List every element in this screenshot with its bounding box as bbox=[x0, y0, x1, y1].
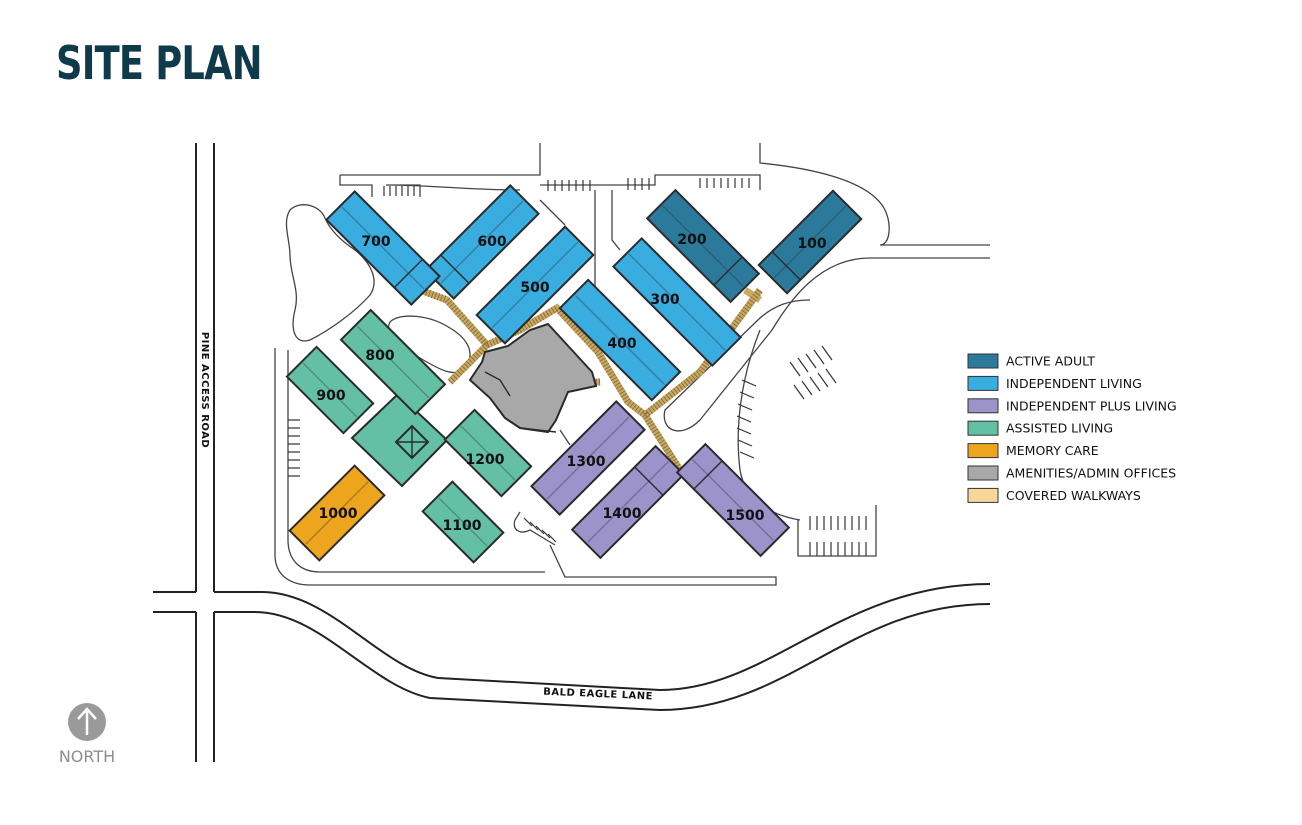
parking-stalls bbox=[288, 178, 867, 556]
bald-eagle-lane-label: BALD EAGLE LANE bbox=[543, 687, 653, 703]
building-1000-footprint bbox=[288, 464, 386, 562]
building-1100[interactable] bbox=[421, 480, 505, 564]
legend-label: ASSISTED LIVING bbox=[1006, 421, 1113, 436]
assisted-living-hub bbox=[350, 392, 449, 488]
legend-swatch bbox=[967, 398, 999, 414]
building-label: 700 bbox=[361, 234, 390, 250]
building-900-footprint bbox=[285, 345, 375, 435]
building-1100-footprint bbox=[421, 480, 505, 564]
building-700-footprint bbox=[325, 190, 441, 306]
south-entrance bbox=[513, 511, 556, 546]
building-label: 200 bbox=[677, 232, 706, 248]
building-label: 300 bbox=[650, 292, 679, 308]
building-500-footprint bbox=[475, 225, 595, 345]
northeast-drive bbox=[759, 143, 990, 246]
building-label: 800 bbox=[365, 348, 394, 364]
internal-drives bbox=[274, 143, 990, 586]
amenities-admin-building bbox=[468, 322, 598, 434]
buildings: 100 200 300 400 500 600 700 800 900 1000 1100 1200 1… bbox=[285, 184, 863, 564]
building-700[interactable] bbox=[325, 190, 441, 306]
north-drive-top bbox=[340, 143, 541, 176]
east-parking-lot bbox=[797, 505, 877, 557]
north-drive bbox=[339, 175, 521, 197]
building-800-footprint bbox=[339, 308, 447, 416]
building-label: 1100 bbox=[443, 518, 482, 534]
north-arrow-icon bbox=[68, 703, 106, 741]
building-300-footprint bbox=[611, 236, 743, 368]
legend-label: INDEPENDENT PLUS LIVING bbox=[1006, 398, 1177, 413]
legend-swatch bbox=[967, 465, 999, 481]
building-1000[interactable] bbox=[288, 464, 386, 562]
building-1300[interactable] bbox=[530, 400, 646, 516]
building-600[interactable] bbox=[424, 184, 540, 300]
building-1400-footprint bbox=[570, 444, 686, 560]
legend-label: ACTIVE ADULT bbox=[1006, 354, 1095, 369]
building-label: 1000 bbox=[319, 506, 358, 522]
building-1200[interactable] bbox=[443, 408, 533, 498]
south-loop-drive bbox=[274, 348, 777, 586]
building-label: 600 bbox=[477, 234, 506, 250]
central-drive bbox=[539, 190, 621, 288]
pine-access-road-label: PINE ACCESS ROAD bbox=[199, 332, 210, 448]
bald-eagle-lane-south-edge bbox=[153, 603, 991, 712]
legend-item-covered-walkways: COVERED WALKWAYS bbox=[967, 487, 1141, 503]
building-800[interactable] bbox=[339, 308, 447, 416]
page-title: SITE PLAN bbox=[56, 36, 263, 90]
building-1400[interactable] bbox=[570, 444, 686, 560]
north-indicator: NORTH bbox=[59, 703, 115, 766]
legend-item-independent-living: INDEPENDENT LIVING bbox=[967, 375, 1142, 391]
building-label: 400 bbox=[607, 336, 636, 352]
building-label: 1200 bbox=[466, 452, 505, 468]
building-1300-footprint bbox=[530, 400, 646, 516]
north-label: NORTH bbox=[59, 747, 115, 766]
building-400[interactable] bbox=[558, 278, 682, 402]
building-300[interactable] bbox=[611, 236, 743, 368]
legend-item-active-adult: ACTIVE ADULT bbox=[967, 353, 1095, 369]
building-label: 1500 bbox=[726, 508, 765, 524]
legend: ACTIVE ADULT INDEPENDENT LIVING INDEPENDEN… bbox=[967, 353, 1177, 503]
legend-swatch bbox=[967, 353, 999, 369]
legend-label: INDEPENDENT LIVING bbox=[1006, 376, 1142, 391]
legend-label: MEMORY CARE bbox=[1006, 443, 1099, 458]
legend-item-independent-plus-living: INDEPENDENT PLUS LIVING bbox=[967, 398, 1177, 414]
legend-label: AMENITIES/ADMIN OFFICES bbox=[1006, 466, 1176, 481]
legend-item-memory-care: MEMORY CARE bbox=[967, 443, 1099, 459]
building-label: 1300 bbox=[567, 454, 606, 470]
building-label: 500 bbox=[520, 280, 549, 296]
building-1500-footprint bbox=[675, 442, 791, 558]
building-200-footprint bbox=[645, 188, 761, 304]
building-900[interactable] bbox=[285, 345, 375, 435]
building-label: 1400 bbox=[603, 506, 642, 522]
legend-swatch bbox=[967, 375, 999, 391]
pond-outline bbox=[285, 204, 375, 342]
building-500[interactable] bbox=[475, 225, 595, 345]
south-loop-inner bbox=[287, 350, 545, 573]
north-drive-east bbox=[540, 174, 761, 190]
legend-swatch bbox=[967, 420, 999, 436]
building-100-footprint bbox=[757, 189, 863, 295]
building-1200-footprint bbox=[443, 408, 533, 498]
east-drive bbox=[663, 257, 990, 432]
building-1500[interactable] bbox=[675, 442, 791, 558]
roads bbox=[153, 143, 991, 762]
building-100[interactable] bbox=[757, 189, 863, 295]
building-400-footprint bbox=[558, 278, 682, 402]
building-600-footprint bbox=[424, 184, 540, 300]
legend-label: COVERED WALKWAYS bbox=[1006, 488, 1141, 503]
building-200[interactable] bbox=[645, 188, 761, 304]
legend-item-assisted-living: ASSISTED LIVING bbox=[967, 420, 1113, 436]
building-label: 100 bbox=[797, 236, 826, 252]
legend-swatch bbox=[967, 487, 999, 503]
bald-eagle-lane-north-edge bbox=[153, 583, 991, 692]
building-label: 900 bbox=[316, 388, 345, 404]
legend-item-amenities: AMENITIES/ADMIN OFFICES bbox=[967, 465, 1176, 481]
legend-swatch bbox=[967, 443, 999, 459]
